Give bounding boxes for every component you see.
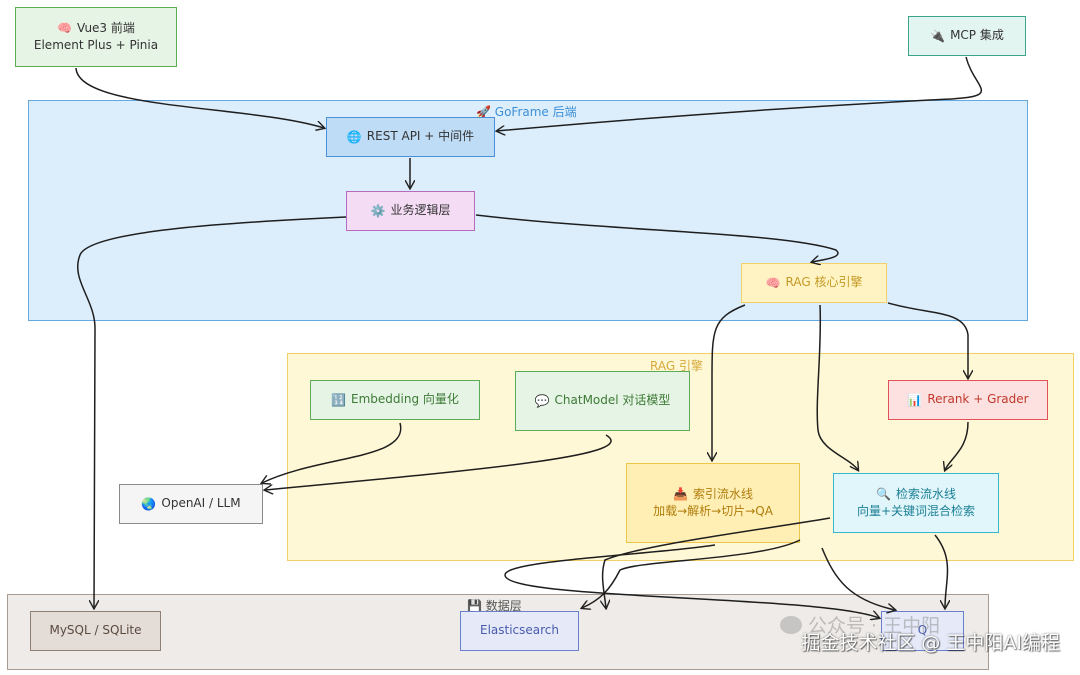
arrow-rerank-to-retrieval <box>945 421 969 470</box>
arrow-retrieval-to-elasticsearch <box>603 517 831 608</box>
wechat-watermark: 公众号 · 王中阳 <box>780 611 940 638</box>
openai-llm-node: 🌏OpenAI / LLM <box>119 484 263 524</box>
arrow-retrieval-to-qdrant-2 <box>821 547 895 610</box>
site-watermark: 掘金技术社区 @ 王中阳AI编程 <box>801 632 1060 654</box>
rest-api-node: 🌐REST API + 中间件 <box>326 117 495 157</box>
arrow-index-to-elasticsearch <box>582 539 801 608</box>
embedding-node: 🔢Embedding 向量化 <box>310 380 480 420</box>
mcp-node: 🔌MCP 集成 <box>908 16 1026 56</box>
data-layer-group-label: 💾 数据层 <box>467 599 522 613</box>
backend-group-label: 🚀 GoFrame 后端 <box>476 105 577 119</box>
arrow-frontend-to-rest <box>75 67 324 128</box>
qdrant-node: Q <box>881 611 964 651</box>
brain-icon: 🧠 <box>57 21 73 36</box>
bar-chart-icon: 📊 <box>907 392 923 407</box>
numbers-icon: 🔢 <box>331 392 347 407</box>
plug-icon: 🔌 <box>930 28 946 43</box>
index-pipeline-node: 📥索引流水线 加载→解析→切片→QA <box>626 463 800 543</box>
brain-icon: 🧠 <box>765 275 781 290</box>
wechat-logo-icon <box>780 615 802 634</box>
rerank-grader-node: 📊Rerank + Grader <box>888 380 1048 420</box>
business-logic-node: ⚙️业务逻辑层 <box>346 191 475 231</box>
arrow-rag-core-to-rerank <box>887 302 968 378</box>
elasticsearch-node: Elasticsearch <box>460 611 579 651</box>
arrow-mcp-to-rest <box>497 56 982 131</box>
retrieval-pipeline-node: 🔍检索流水线 向量+关键词混合检索 <box>833 473 999 533</box>
floppy-disk-icon: 💾 <box>467 599 482 613</box>
arrow-logic-to-rag-core <box>475 214 839 262</box>
rag-engine-group-label: RAG 引擎 <box>650 359 703 373</box>
arrow-retrieval-to-qdrant <box>934 534 948 608</box>
arrow-chatmodel-to-openai <box>265 434 612 490</box>
frontend-node: 🧠Vue3 前端 Element Plus + Pinia <box>15 7 177 67</box>
earth-icon: 🌏 <box>141 496 157 511</box>
globe-icon: 🌐 <box>346 129 362 144</box>
rag-core-node: 🧠RAG 核心引擎 <box>741 263 887 303</box>
arrow-embedding-to-openai <box>262 422 402 483</box>
arrow-index-to-qdrant <box>504 544 879 618</box>
mysql-sqlite-node: MySQL / SQLite <box>30 611 161 651</box>
gear-icon: ⚙️ <box>370 203 386 218</box>
chatmodel-node: 💬ChatModel 对话模型 <box>515 371 690 431</box>
arrow-rag-core-to-retrieval <box>816 304 858 470</box>
magnifier-icon: 🔍 <box>876 487 891 502</box>
arrow-logic-to-mysql <box>77 216 347 608</box>
inbox-icon: 📥 <box>673 487 688 502</box>
rocket-icon: 🚀 <box>476 105 491 119</box>
speech-bubble-icon: 💬 <box>534 393 550 408</box>
arrow-rag-core-to-index <box>712 304 746 460</box>
